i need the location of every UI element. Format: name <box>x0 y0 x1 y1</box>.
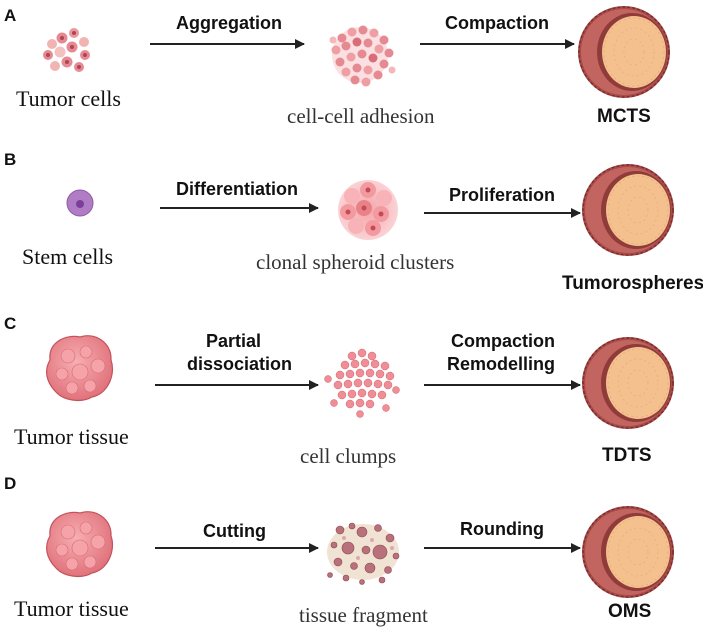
compaction-label: Compaction <box>445 13 550 33</box>
tdts-label: TDTS <box>602 445 652 466</box>
partial-label: Partial <box>206 331 262 351</box>
clonal-spheroid-cluster-icon <box>338 180 398 240</box>
tissue-fragment-label: tissue fragment <box>299 603 428 627</box>
oms-spheroid-icon <box>581 505 675 599</box>
tumor-tissue-label-c: Tumor tissue <box>14 424 129 449</box>
rounding-label: Rounding <box>460 519 544 539</box>
tumor-tissue-icon-d <box>46 511 114 578</box>
oms-label: OMS <box>608 601 652 622</box>
mcts-spheroid-icon <box>577 5 671 99</box>
compaction-c-label: Compaction <box>451 331 556 351</box>
tumor-cells-label: Tumor cells <box>16 86 121 111</box>
remodelling-label: Remodelling <box>447 354 556 374</box>
panel-letter-c: C <box>4 314 17 333</box>
tdts-spheroid-icon <box>581 336 675 430</box>
cutting-label: Cutting <box>203 521 266 541</box>
panel-letter-b: B <box>4 150 17 169</box>
tumorospheres-label: Tumorospheres <box>562 273 703 294</box>
differentiation-label: Differentiation <box>176 179 299 199</box>
tumor-tissue-label-d: Tumor tissue <box>14 596 129 621</box>
aggregation-label: Aggregation <box>176 13 282 33</box>
stem-cell-icon <box>66 189 94 217</box>
cell-adhesion-cluster-icon <box>329 25 396 87</box>
tumorosphere-icon <box>581 163 675 257</box>
stem-cells-label: Stem cells <box>22 244 114 269</box>
proliferation-label: Proliferation <box>449 185 556 205</box>
cell-cell-adhesion-label: cell-cell adhesion <box>287 104 435 128</box>
tissue-fragment-icon <box>327 522 400 585</box>
panel-letter-a: A <box>4 6 17 25</box>
tumor-tissue-icon-c <box>46 335 114 402</box>
cell-clumps-label: cell clumps <box>300 444 397 468</box>
mcts-label: MCTS <box>597 106 651 127</box>
panel-letter-d: D <box>4 474 17 493</box>
dissociation-label: dissociation <box>187 354 293 374</box>
tumor-cells-icon <box>43 28 90 72</box>
clonal-spheroid-clusters-label: clonal spheroid clusters <box>256 250 455 274</box>
cell-clumps-icon <box>324 348 400 418</box>
